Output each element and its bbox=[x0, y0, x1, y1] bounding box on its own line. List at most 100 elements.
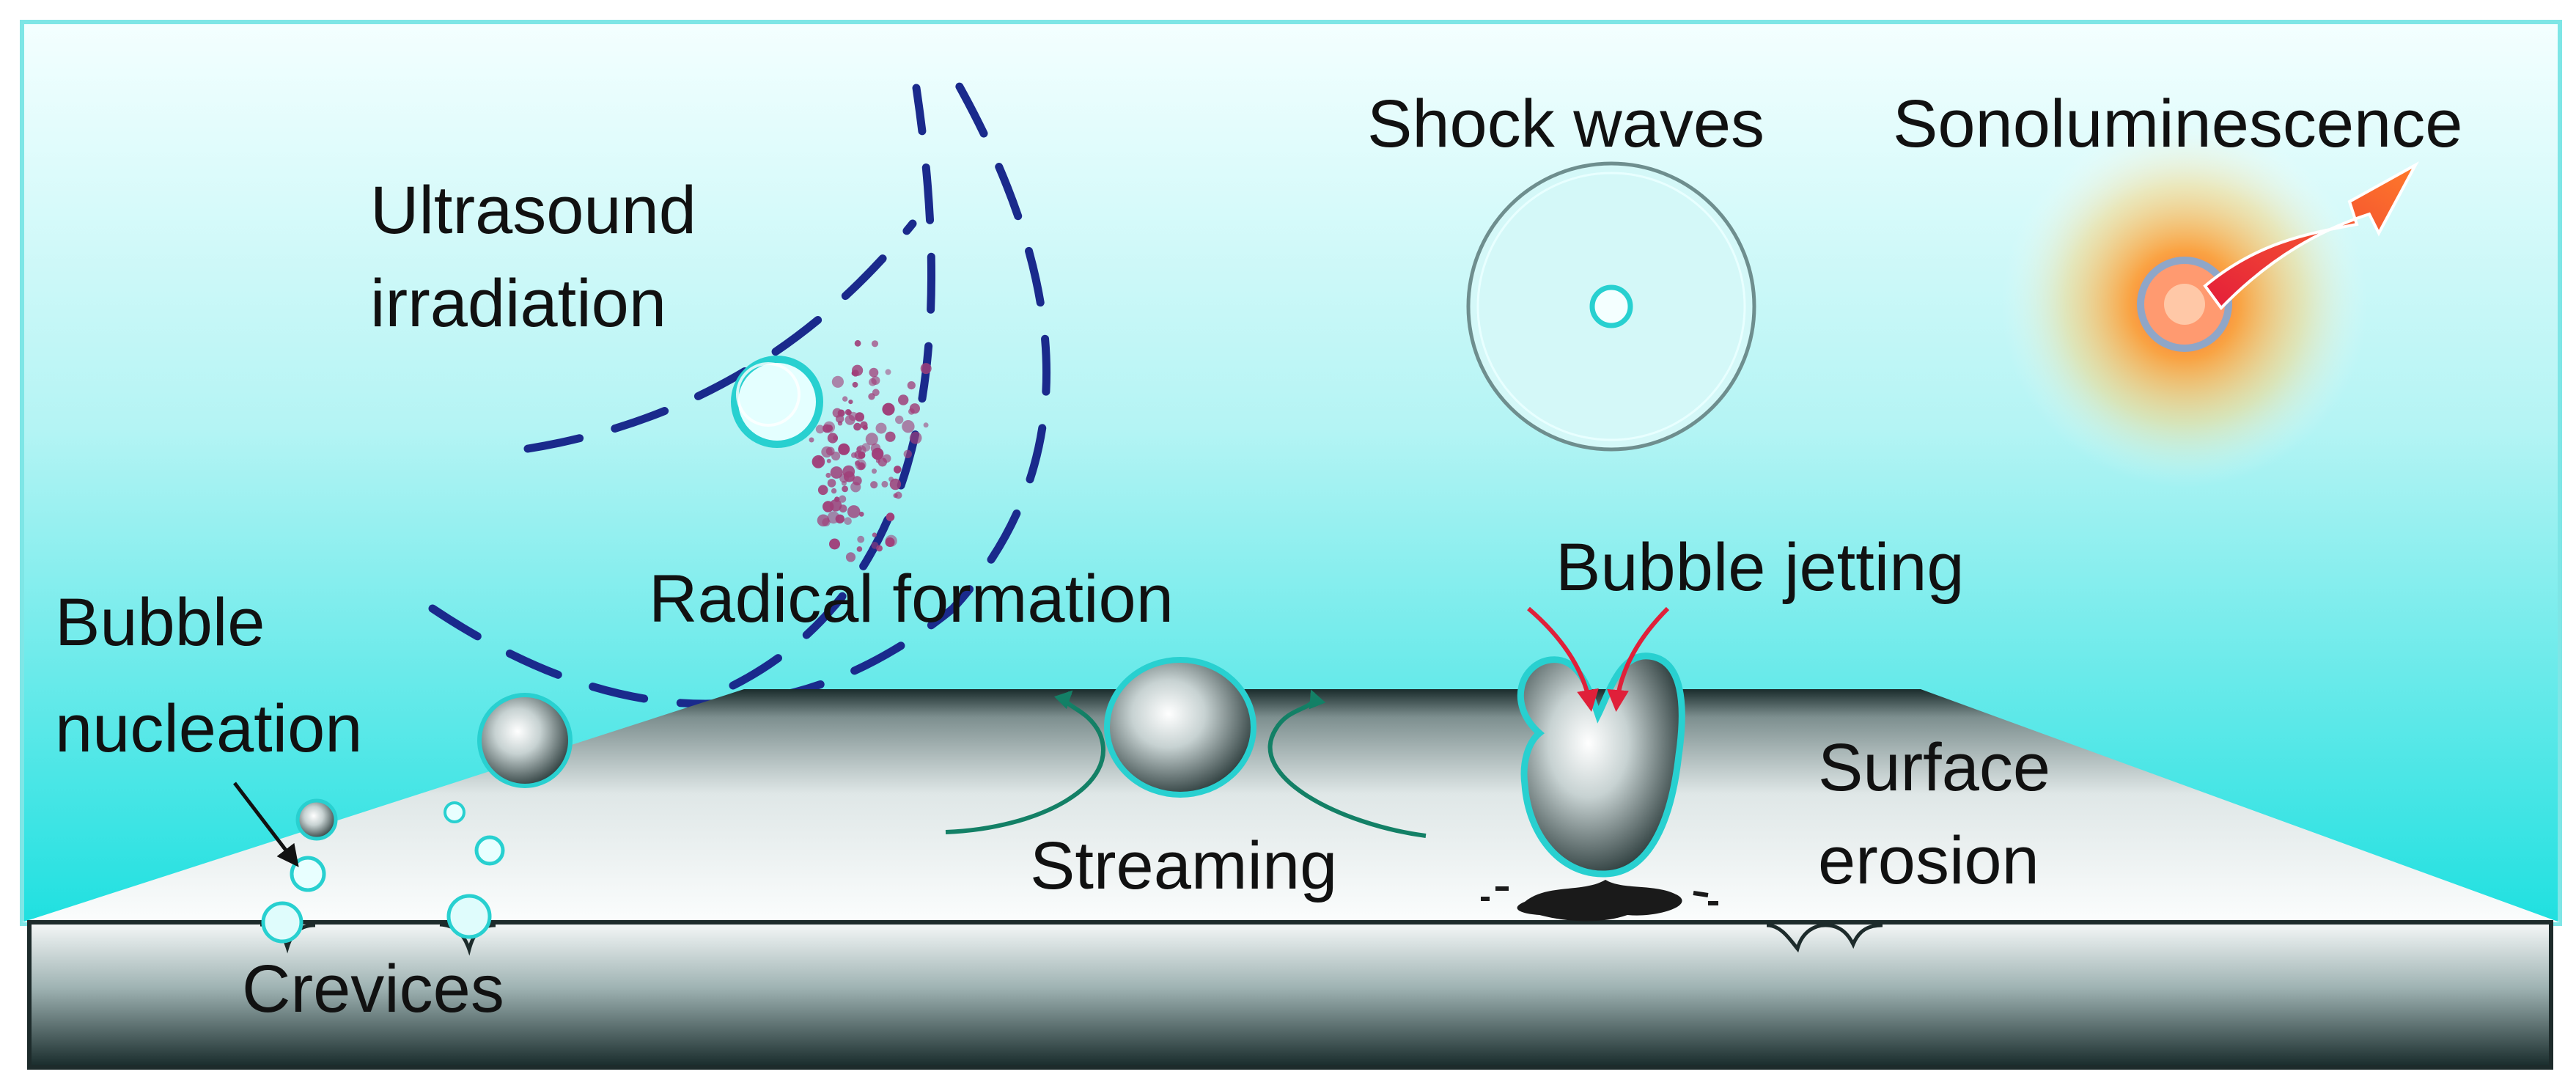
substrate-plateau bbox=[22, 689, 2560, 922]
radical-particle bbox=[885, 431, 896, 442]
nucleation-bubble bbox=[295, 798, 338, 841]
radical-particle bbox=[842, 485, 848, 493]
nucleation-bubble bbox=[444, 801, 465, 823]
radical-particle bbox=[869, 367, 879, 378]
nucleation-bubble-large bbox=[477, 693, 573, 788]
label-ultrasound-line2: irradiation bbox=[370, 266, 666, 341]
wave-arc-outer bbox=[428, 58, 1050, 708]
radical-particle bbox=[895, 415, 904, 424]
radical-particle bbox=[829, 499, 842, 512]
radical-particle bbox=[877, 457, 888, 467]
radical-particle bbox=[844, 409, 852, 416]
radical-particle bbox=[830, 466, 843, 479]
radical-particle bbox=[845, 552, 856, 562]
label-ultrasound-line1: Ultrasound bbox=[370, 173, 696, 248]
radical-particle bbox=[829, 538, 840, 550]
radical-particle bbox=[856, 546, 863, 552]
radical-particle bbox=[853, 422, 861, 431]
streaming-flow-right bbox=[1267, 689, 1427, 838]
radical-particle bbox=[875, 422, 887, 434]
radical-particle bbox=[920, 363, 932, 375]
radical-particle bbox=[852, 476, 862, 486]
radical-particle bbox=[872, 468, 877, 474]
radical-particle bbox=[855, 459, 866, 471]
radical-particle bbox=[812, 457, 824, 468]
radical-particle bbox=[923, 422, 929, 428]
label-radical-formation: Radical formation bbox=[649, 562, 1174, 636]
radical-particle bbox=[821, 446, 833, 458]
radical-particle bbox=[870, 481, 878, 489]
radical-particle bbox=[871, 340, 879, 348]
radical-particle bbox=[847, 505, 861, 518]
radical-particle bbox=[894, 491, 902, 499]
radical-particle bbox=[839, 504, 847, 513]
radical-particle bbox=[858, 511, 864, 517]
radical-particle bbox=[831, 451, 841, 461]
nucleation-bubbles bbox=[261, 693, 573, 944]
radical-particle bbox=[823, 421, 836, 433]
radical-particle bbox=[817, 485, 828, 496]
erosion-specks bbox=[1481, 886, 1718, 905]
radical-particle bbox=[815, 424, 825, 434]
label-bubble-nucleation-line2: nucleation bbox=[55, 691, 362, 766]
substrate-base bbox=[27, 920, 2553, 1070]
sonoluminescence-arrow bbox=[2203, 161, 2419, 311]
nucleation-bubble bbox=[290, 856, 326, 892]
radical-particle bbox=[809, 437, 814, 443]
radical-particle bbox=[851, 452, 857, 458]
radical-particle bbox=[838, 443, 850, 455]
radical-particle bbox=[868, 393, 875, 400]
radical-particle bbox=[831, 375, 844, 388]
radical-particle bbox=[908, 408, 915, 415]
radical-particle bbox=[885, 537, 895, 547]
crevice-right bbox=[1766, 923, 1883, 953]
radical-particle bbox=[894, 466, 902, 474]
radical-particle bbox=[876, 545, 883, 552]
label-crevices: Crevices bbox=[242, 952, 504, 1026]
radical-particle bbox=[839, 473, 849, 483]
shock-wave-graphic bbox=[1466, 161, 1756, 452]
radical-particle bbox=[909, 431, 922, 444]
label-surface-erosion-line1: Surface bbox=[1818, 730, 2050, 805]
radical-particle bbox=[903, 449, 913, 458]
radical-particle bbox=[827, 479, 836, 488]
jetting-bubble bbox=[1517, 653, 1685, 878]
radical-particle bbox=[852, 381, 858, 388]
radical-particle bbox=[881, 480, 888, 488]
erosion-splash bbox=[1517, 880, 1682, 922]
radical-particle bbox=[851, 370, 857, 376]
jetting-arrow-left bbox=[1527, 606, 1599, 712]
label-bubble-nucleation-line1: Bubble bbox=[55, 585, 265, 660]
sonoluminescence-graphic bbox=[2001, 121, 2419, 488]
radical-particle bbox=[854, 450, 864, 460]
radical-particle bbox=[885, 369, 891, 375]
radical-particle bbox=[886, 512, 895, 521]
radical-particle bbox=[842, 396, 848, 402]
radical-particle bbox=[827, 433, 838, 444]
radical-particle bbox=[886, 404, 891, 410]
radical-particle bbox=[822, 518, 831, 527]
bubble-jetting-graphic bbox=[1481, 606, 1718, 922]
streaming-flow-left bbox=[945, 690, 1105, 834]
radical-particle bbox=[855, 412, 864, 422]
radical-particle bbox=[870, 443, 881, 454]
radical-particle bbox=[837, 421, 843, 426]
jetting-arrow-right bbox=[1607, 606, 1670, 712]
radical-particle bbox=[857, 535, 865, 543]
radical-particle bbox=[827, 511, 840, 524]
streaming-graphic bbox=[945, 657, 1427, 838]
radical-particle bbox=[826, 458, 831, 463]
radical-particle bbox=[860, 421, 868, 429]
label-shock-waves: Shock waves bbox=[1367, 87, 1764, 161]
radical-particle bbox=[865, 433, 878, 446]
radical-particle bbox=[889, 478, 902, 490]
ultrasound-bubble-highlight bbox=[736, 362, 801, 427]
nucleation-arrow bbox=[233, 782, 299, 867]
radical-particle bbox=[907, 381, 916, 390]
radical-particle bbox=[872, 532, 877, 537]
radical-particle bbox=[825, 472, 831, 478]
wave-arc-middle bbox=[729, 84, 936, 690]
radical-particle bbox=[869, 378, 877, 386]
radical-particle bbox=[831, 488, 837, 494]
radical-particle bbox=[898, 394, 909, 405]
